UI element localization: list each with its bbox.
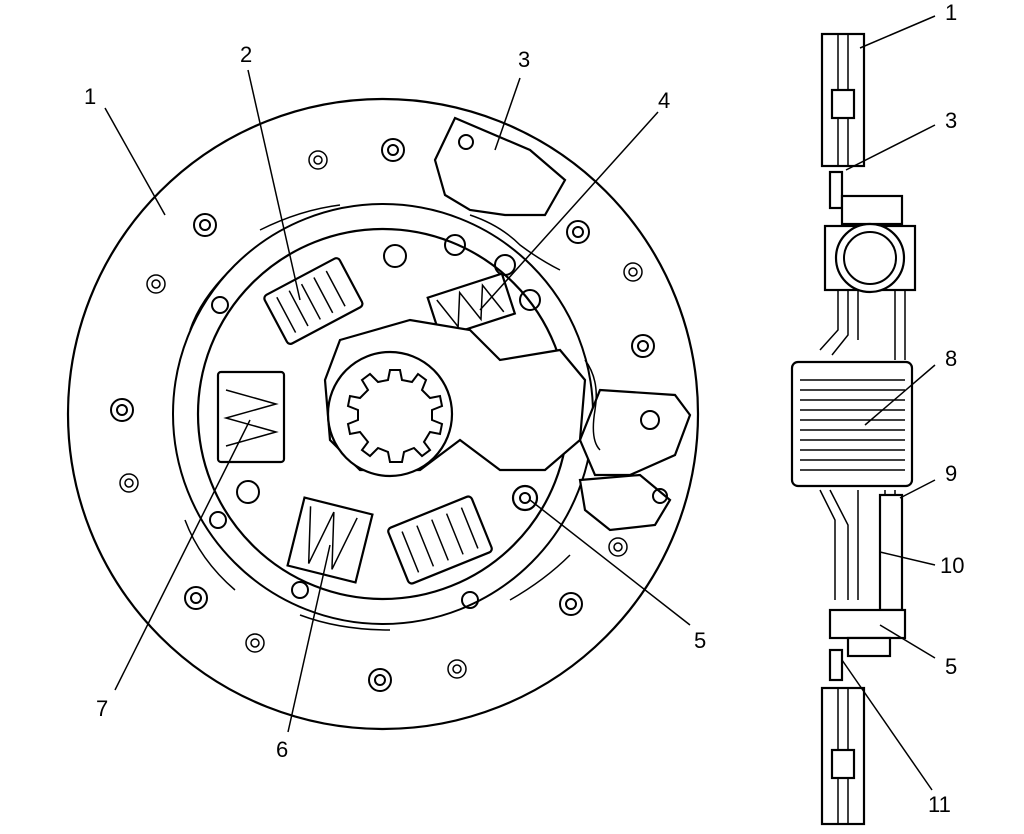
spline-teeth	[800, 379, 905, 471]
side-view-callouts: 1 3 8 9 10 5 11	[928, 0, 964, 817]
callout-label: 9	[945, 461, 957, 486]
callout-label: 5	[694, 628, 706, 653]
hub-splines	[346, 369, 444, 463]
stop-pin	[511, 484, 539, 512]
callout-label: 7	[96, 696, 108, 721]
damper-spring-lower	[286, 496, 374, 584]
side-view	[790, 32, 917, 826]
callout-label: 3	[518, 47, 530, 72]
retainer-clip	[584, 359, 601, 451]
retainer-plate-tab	[433, 116, 567, 217]
callout-label: 5	[945, 654, 957, 679]
damper-spring-left	[216, 370, 286, 464]
side-view-leader-lines	[841, 15, 936, 791]
hub-holes	[209, 234, 541, 609]
side-splined-hub	[790, 360, 914, 488]
callout-label: 2	[240, 42, 252, 67]
front-view-callouts: 1 2 3 4 5 6 7	[84, 42, 706, 762]
callout-label: 11	[928, 792, 951, 817]
damper-spring-upper-right	[426, 272, 517, 340]
cushion-segments	[184, 204, 571, 631]
damper-spring-window-upper-left	[263, 257, 364, 345]
retainer-plate-tab-lower	[578, 473, 672, 532]
front-view	[66, 97, 700, 731]
callout-label: 8	[945, 346, 957, 371]
callout-label: 1	[84, 84, 96, 109]
flower-rivets	[119, 150, 643, 679]
callout-label: 1	[945, 0, 957, 25]
callout-label: 3	[945, 108, 957, 133]
splined-hub	[326, 350, 454, 478]
retainer-plate-tab-right	[578, 388, 692, 477]
retainer-plate-upper	[840, 194, 904, 226]
callout-label: 6	[276, 737, 288, 762]
callout-label: 10	[940, 553, 964, 578]
callout-label: 4	[658, 88, 670, 113]
spring-end-view	[834, 222, 906, 294]
front-view-leader-lines	[104, 69, 691, 733]
damper-spring-window-lower-right	[387, 495, 493, 585]
